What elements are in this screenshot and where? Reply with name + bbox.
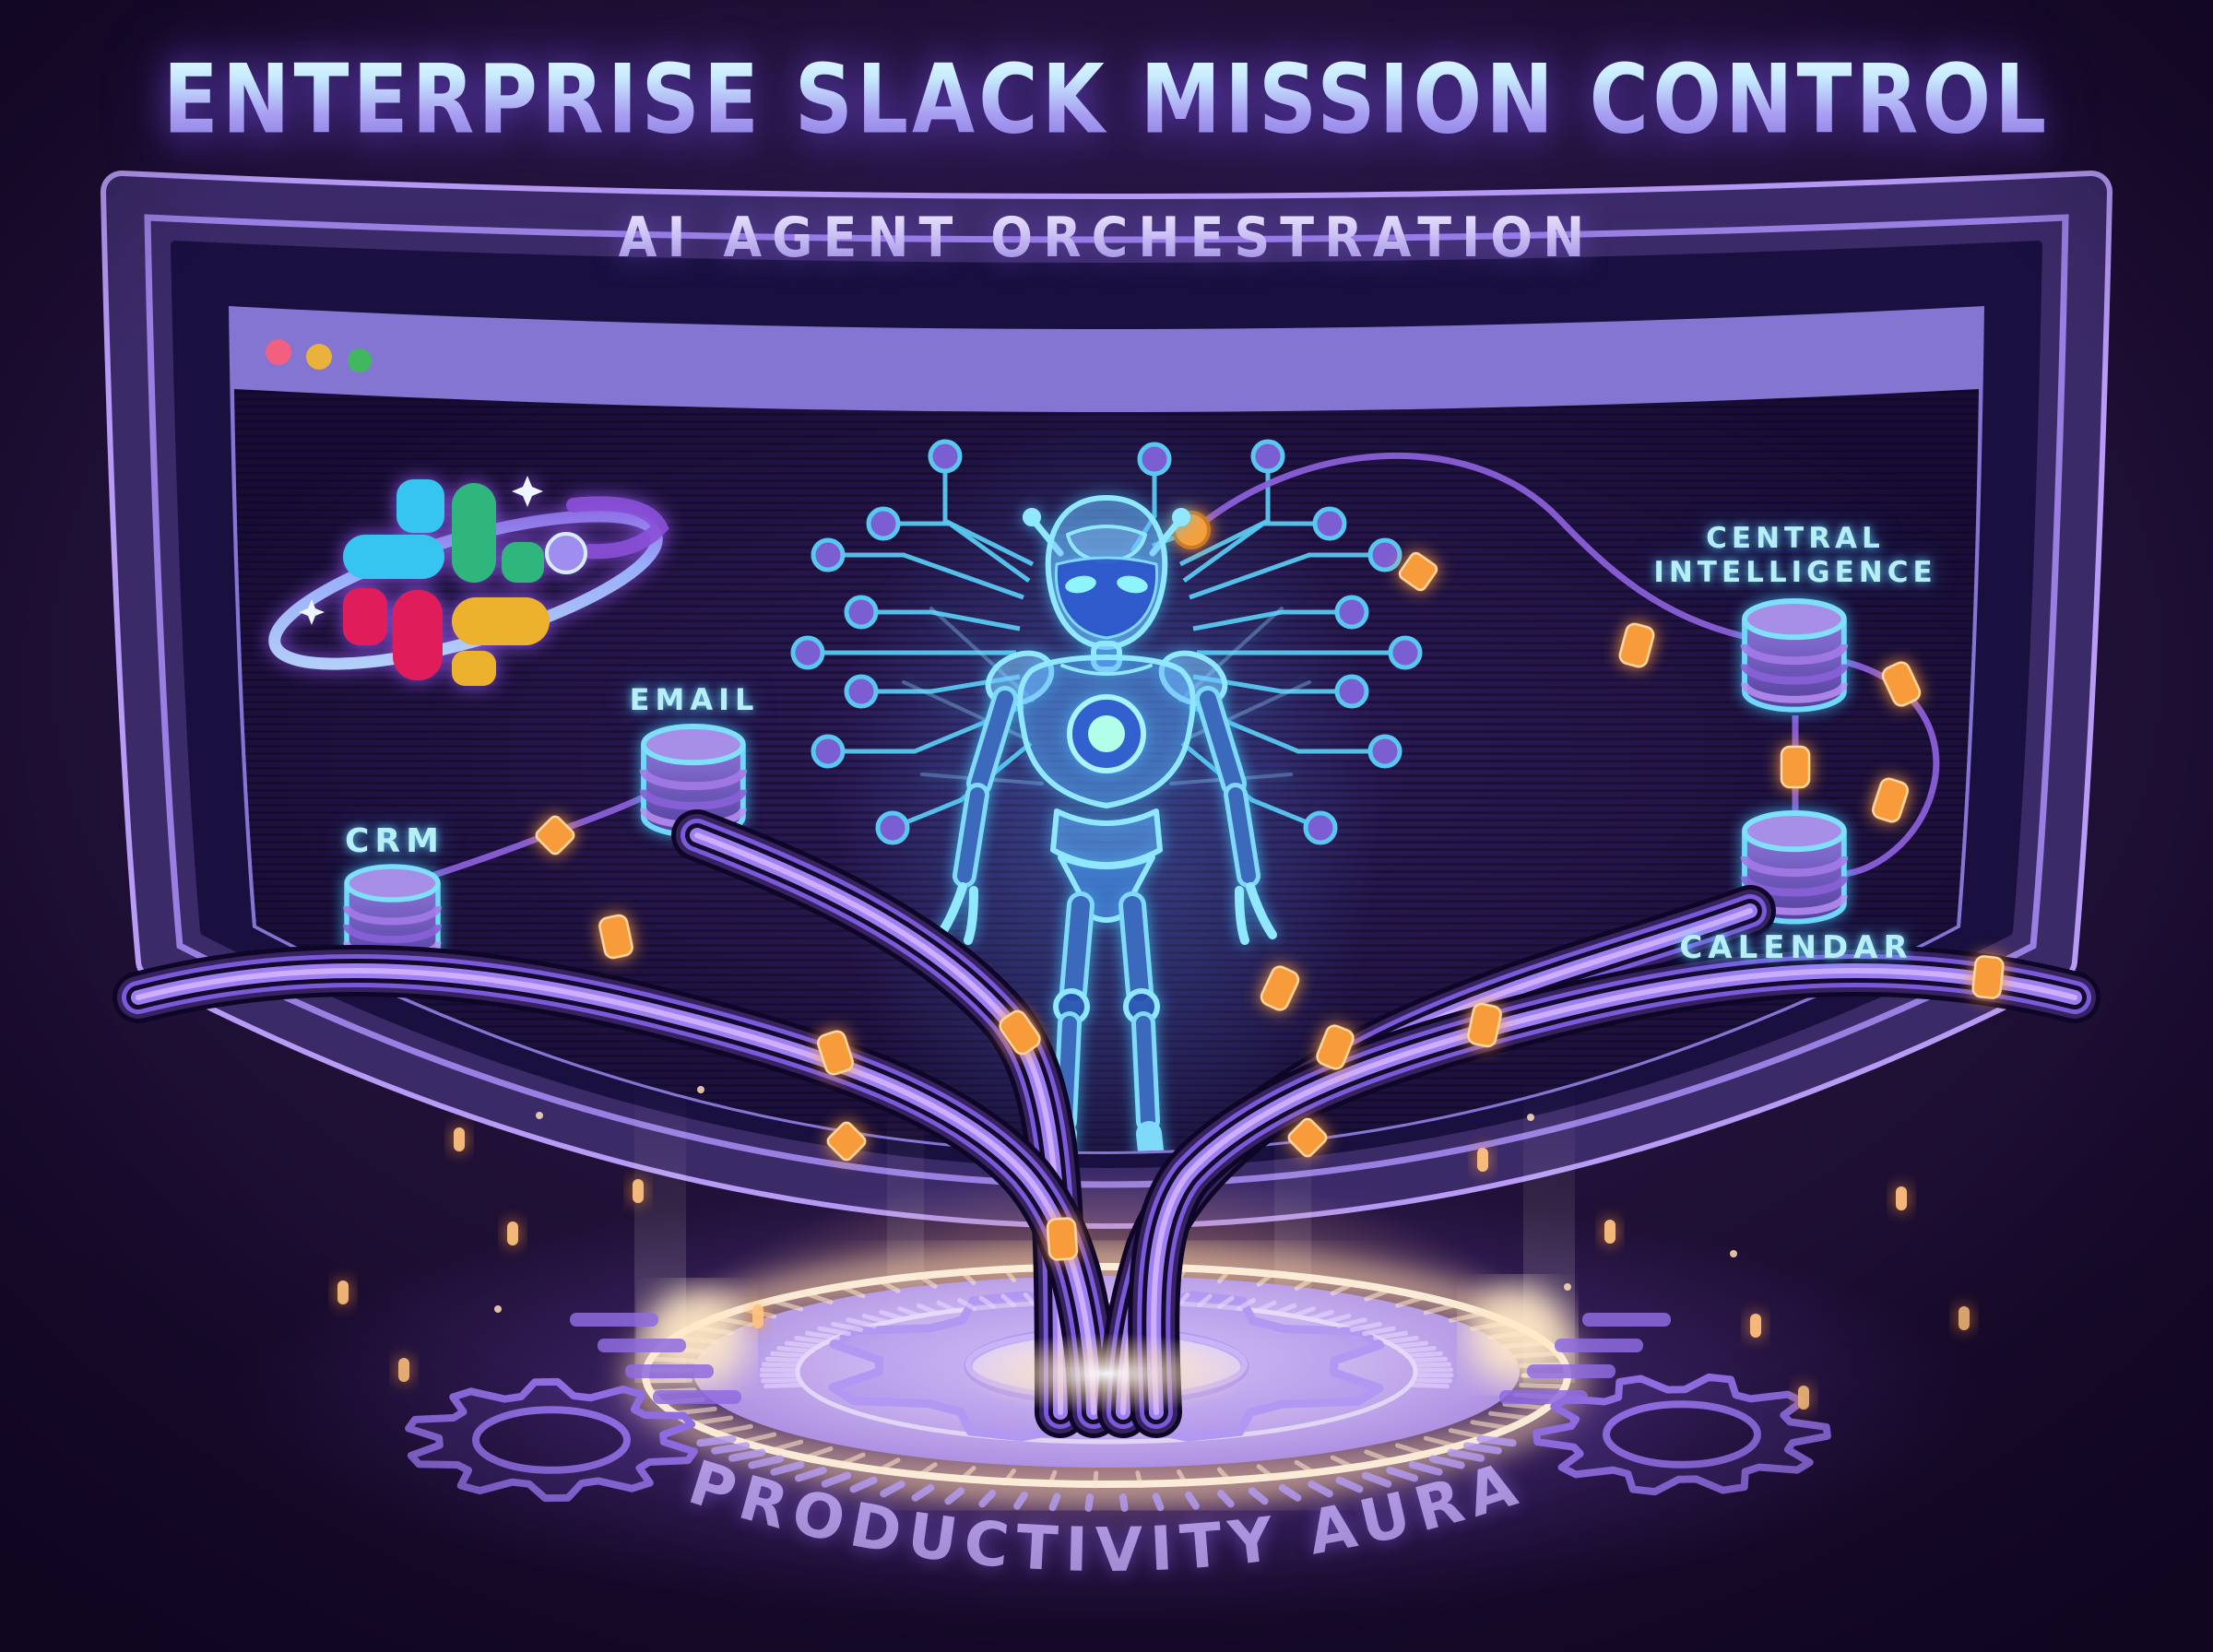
poster-header: ENTERPRISE SLACK MISSION CONTROL	[0, 43, 2213, 156]
label-central-intelligence: CENTRAL INTELLIGENCE	[1653, 522, 1936, 590]
label-central-intelligence-line1: CENTRAL	[1706, 522, 1885, 555]
page-title: ENTERPRISE SLACK MISSION CONTROL	[162, 42, 2051, 156]
label-email: EMAIL	[629, 682, 760, 717]
label-crm: CRM	[345, 822, 444, 860]
label-calendar: CALENDAR	[1679, 929, 1913, 966]
poster-subheader: AI AGENT ORCHESTRATION	[0, 205, 2213, 270]
page-subtitle: AI AGENT ORCHESTRATION	[618, 205, 1595, 270]
label-central-intelligence-line2: INTELLIGENCE	[1653, 556, 1937, 590]
